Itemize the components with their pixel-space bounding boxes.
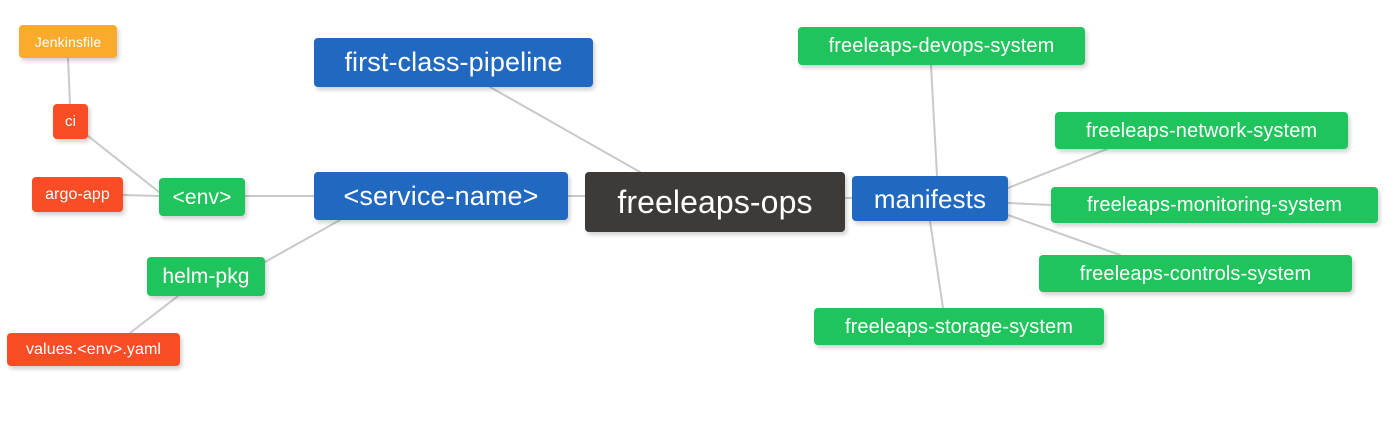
node-freeleaps-controls-system[interactable]: freeleaps-controls-system [1039, 255, 1352, 292]
node-label-freeleaps-controls-system: freeleaps-controls-system [1079, 262, 1312, 285]
node-label-env: <env> [172, 185, 232, 209]
node-freeleaps-storage-system[interactable]: freeleaps-storage-system [814, 308, 1104, 345]
node-label-jenkinsfile: Jenkinsfile [34, 33, 102, 50]
node-freeleaps-monitoring-system[interactable]: freeleaps-monitoring-system [1051, 187, 1378, 223]
edge-helmpkg-servicename [264, 219, 341, 263]
edge-manifests-storage [929, 220, 944, 309]
node-first-class-pipeline[interactable]: first-class-pipeline [314, 38, 593, 87]
edge-manifests-network [1007, 148, 1108, 189]
edge-values-helmpkg [129, 295, 179, 334]
node-label-ci: ci [64, 113, 77, 130]
node-label-manifests: manifests [873, 183, 987, 214]
node-manifests[interactable]: manifests [852, 176, 1008, 221]
node-label-freeleaps-storage-system: freeleaps-storage-system [844, 315, 1074, 338]
edge-manifests-monitoring [1007, 202, 1052, 206]
node-values-env-yaml[interactable]: values.<env>.yaml [7, 333, 180, 366]
node-label-freeleaps-devops-system: freeleaps-devops-system [828, 35, 1055, 57]
node-label-argo-app: argo-app [45, 185, 110, 203]
node-label-first-class-pipeline: first-class-pipeline [344, 47, 563, 77]
node-helm-pkg[interactable]: helm-pkg [147, 257, 265, 296]
node-label-freeleaps-network-system: freeleaps-network-system [1085, 119, 1318, 142]
node-jenkinsfile[interactable]: Jenkinsfile [19, 25, 117, 58]
node-service-name[interactable]: <service-name> [314, 172, 568, 220]
node-label-helm-pkg: helm-pkg [162, 265, 250, 288]
node-label-service-name: <service-name> [343, 180, 539, 211]
edge-jenkinsfile-ci [67, 57, 71, 105]
node-label-values-env-yaml: values.<env>.yaml [25, 340, 162, 358]
node-ci[interactable]: ci [53, 104, 88, 139]
node-argo-app[interactable]: argo-app [32, 177, 123, 212]
edge-pipeline-ops [489, 86, 641, 173]
node-freeleaps-devops-system[interactable]: freeleaps-devops-system [798, 27, 1085, 65]
edge-manifests-devops [930, 64, 938, 177]
node-freeleaps-ops[interactable]: freeleaps-ops [585, 172, 845, 232]
edge-argoapp-env [122, 194, 160, 197]
node-label-freeleaps-ops: freeleaps-ops [617, 184, 813, 220]
node-env[interactable]: <env> [159, 178, 245, 216]
node-freeleaps-network-system[interactable]: freeleaps-network-system [1055, 112, 1348, 149]
node-label-freeleaps-monitoring-system: freeleaps-monitoring-system [1086, 194, 1342, 216]
